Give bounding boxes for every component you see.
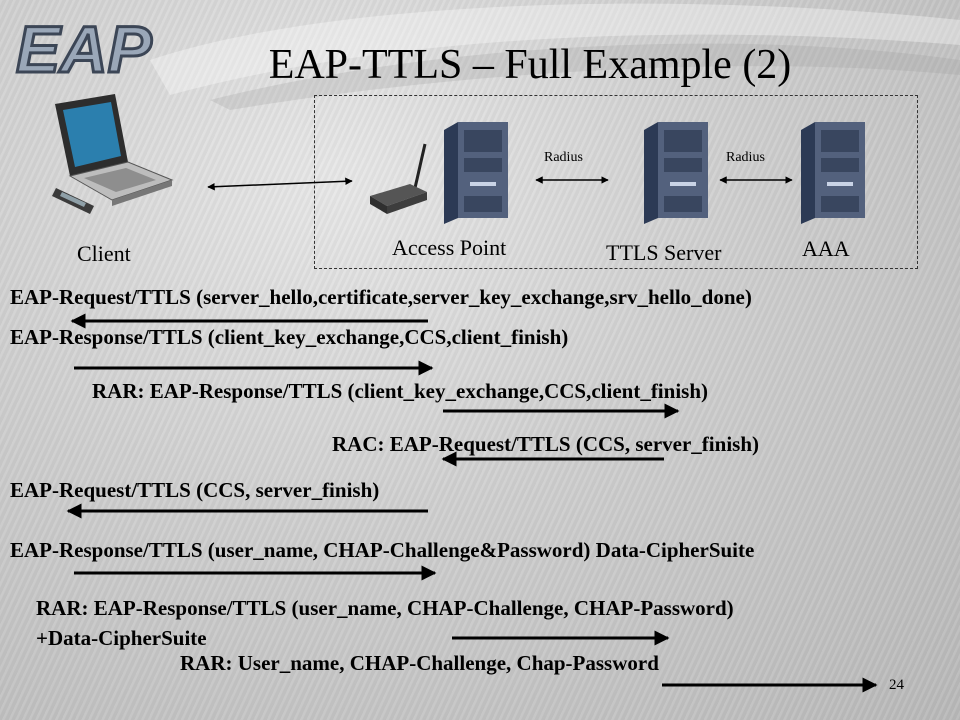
title-swoosh-decoration [150, 3, 960, 110]
message-7-continuation: +Data-CipherSuite [36, 626, 207, 650]
eap-logo: EAP [15, 11, 155, 87]
radius-link-label-1: Radius [544, 150, 583, 165]
aaa-label: AAA [802, 236, 850, 261]
ttls-server-access-point-side-tower-icon [444, 122, 508, 224]
ttls-server-tower-icon [644, 122, 708, 224]
message-8: RAR: User_name, CHAP-Challenge, Chap-Pas… [180, 651, 659, 675]
message-5: EAP-Request/TTLS (CCS, server_finish) [10, 478, 380, 502]
aaa-server-tower-icon [801, 122, 865, 224]
slide-number: 24 [889, 677, 904, 693]
message-4: RAC: EAP-Request/TTLS (CCS, server_finis… [332, 432, 759, 456]
mobile-phone-icon [52, 188, 94, 214]
message-3: RAR: EAP-Response/TTLS (client_key_excha… [92, 379, 709, 403]
access-point-icon [370, 143, 427, 214]
message-6: EAP-Response/TTLS (user_name, CHAP-Chall… [10, 538, 755, 562]
message-2: EAP-Response/TTLS (client_key_exchange,C… [10, 325, 569, 349]
radius-link-label-2: Radius [726, 150, 765, 165]
logo-text: EAP [16, 12, 153, 86]
message-1: EAP-Request/TTLS (server_hello,certifica… [10, 285, 752, 309]
access-point-label: Access Point [392, 235, 507, 260]
client-label: Client [77, 241, 131, 266]
laptop-icon [55, 94, 174, 206]
slide-title: EAP-TTLS – Full Example (2) [268, 42, 792, 88]
ttls-server-label: TTLS Server [606, 240, 722, 265]
message-7: RAR: EAP-Response/TTLS (user_name, CHAP-… [36, 596, 734, 620]
